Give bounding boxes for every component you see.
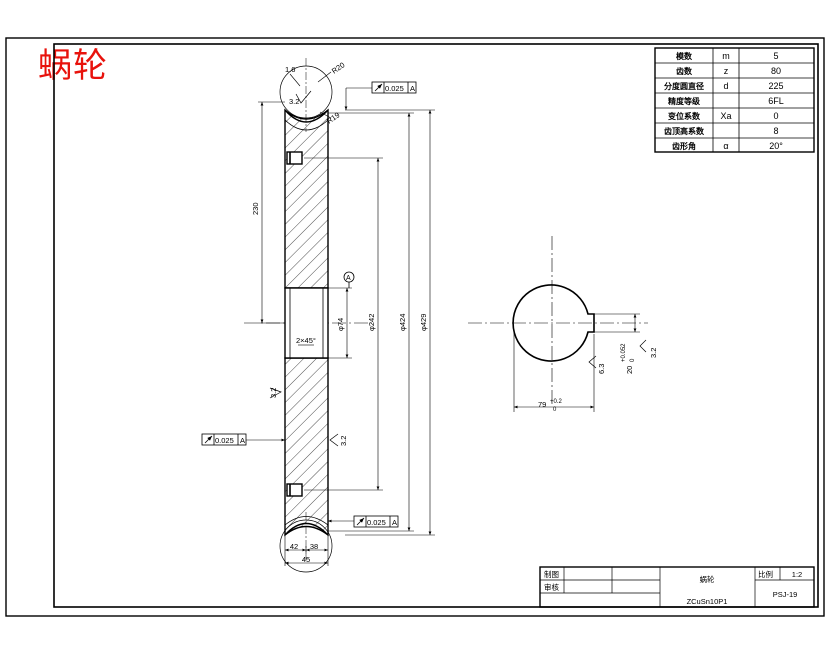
dimension-lines <box>246 71 435 566</box>
param-name-4: 变位系数 <box>668 111 701 121</box>
param-name-1: 齿数 <box>676 66 693 76</box>
roughness-symbol-left <box>269 387 282 399</box>
tol-top-datum: A <box>410 84 415 93</box>
width-38-text: 38 <box>310 542 318 551</box>
drawing-title-stamp: 蜗轮 <box>38 46 108 86</box>
wheel-section-view <box>244 58 372 573</box>
outer-radius-text: R20 <box>330 60 346 75</box>
param-name-2: 分度圆直径 <box>664 81 704 91</box>
tolerance-frame-top <box>371 81 417 94</box>
datum-symbol <box>343 271 355 288</box>
tol-bottom-text: 0.025 <box>367 518 386 527</box>
key-width-text: 20 <box>625 366 634 374</box>
scale-value: 1:2 <box>792 570 802 579</box>
tolerance-frame-left <box>201 433 247 446</box>
parameter-table: 模数 m 5 齿数 z 80 分度圆直径 d 225 精度等级 6FL 变位系数 Xa 0 齿顶高系数 8 齿形… <box>654 47 815 153</box>
roughness-symbol-key1 <box>588 355 597 369</box>
roughness-symbol-face <box>329 433 339 447</box>
tolerance-frame-bottom <box>353 515 399 528</box>
param-symbol-1: z <box>724 66 729 76</box>
upper-section <box>284 108 329 289</box>
drawn-by-label: 制图 <box>544 569 559 579</box>
key-depth-tol-low: 0 <box>553 407 557 413</box>
param-symbol-4: Xa <box>720 111 731 121</box>
param-value-5: 8 <box>773 126 778 136</box>
roughness-symbol-key2 <box>639 339 647 353</box>
param-symbol-2: d <box>723 81 728 91</box>
material-text: ZCuSn10P1 <box>687 597 728 606</box>
hub-front-view: 6.3 20 +0.052 0 3.2 79 +0.2 0 <box>468 236 658 413</box>
lower-section <box>284 357 329 537</box>
outer-frame <box>5 37 825 617</box>
drawing-number-text: PSJ-19 <box>773 590 798 599</box>
part-name-text: 蜗轮 <box>700 574 715 584</box>
tol-top-text: 0.025 <box>385 84 404 93</box>
key-width-tol-up: +0.052 <box>621 343 627 362</box>
bore <box>284 287 329 359</box>
rough-top-text: 3.2 <box>289 97 299 106</box>
key-rough1-text: 6.3 <box>597 364 606 374</box>
param-value-3: 6FL <box>768 96 784 106</box>
dim-242-text: φ242 <box>367 314 376 331</box>
param-name-5: 齿顶高系数 <box>664 126 705 136</box>
param-name-0: 模数 <box>676 51 693 61</box>
rough-face-text: 3.2 <box>339 436 348 446</box>
dim-429-text: φ429 <box>419 314 428 331</box>
param-name-6: 齿形角 <box>672 141 696 151</box>
chamfer-text: 2×45° <box>296 336 316 345</box>
tol-bottom-datum: A <box>392 518 397 527</box>
param-symbol-0: m <box>722 51 730 61</box>
title-block <box>539 566 815 608</box>
width-45-text: 45 <box>302 555 310 564</box>
key-depth-text: 79 <box>538 400 546 409</box>
key-depth-tol-up: +0.2 <box>550 399 563 405</box>
param-symbol-6: α <box>723 141 728 151</box>
dim-424-text: φ424 <box>398 314 407 331</box>
key-rough2-text: 3.2 <box>649 348 658 358</box>
inner-frame <box>53 43 819 608</box>
dim-230-text: 230 <box>251 202 260 215</box>
scale-label: 比例 <box>758 569 773 579</box>
roughness-symbol-top <box>295 90 312 104</box>
width-42-text: 42 <box>290 542 298 551</box>
param-value-4: 0 <box>773 111 778 121</box>
param-name-3: 精度等级 <box>668 96 701 106</box>
checked-by-label: 审核 <box>544 582 559 592</box>
tol-left-text: 0.025 <box>215 436 234 445</box>
rough-left-text: 3.2 <box>269 388 278 398</box>
dim-74-text: φ74 <box>336 318 345 331</box>
tol-left-datum: A <box>240 436 245 445</box>
datum-label-text: A <box>346 275 351 282</box>
param-value-1: 80 <box>771 66 781 76</box>
key-width-tol-low: 0 <box>630 358 636 362</box>
param-value-2: 225 <box>768 81 783 91</box>
param-value-6: 20° <box>769 141 783 151</box>
param-value-0: 5 <box>773 51 778 61</box>
tip-radius-text: 1.6 <box>285 65 295 74</box>
